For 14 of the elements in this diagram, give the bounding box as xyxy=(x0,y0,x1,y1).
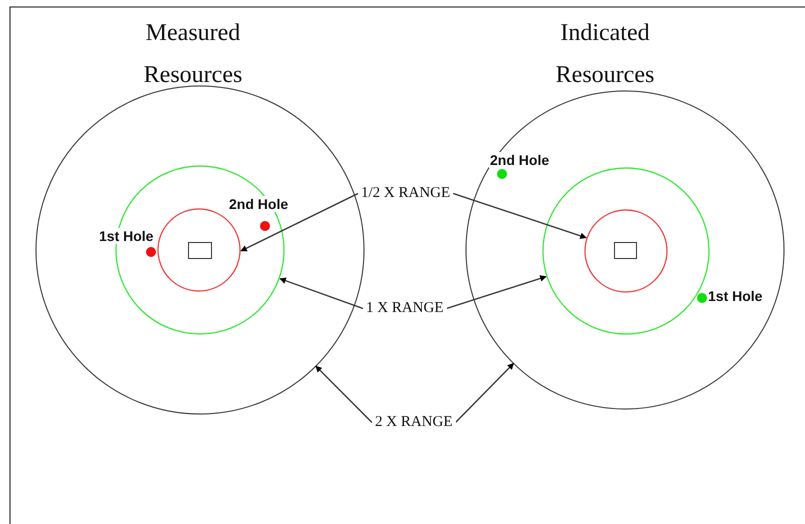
hole-label: 2nd Hole xyxy=(489,152,550,168)
resource-heading: Indicated Resources xyxy=(554,19,656,90)
center-rectangle xyxy=(188,242,212,259)
arrow xyxy=(279,278,364,310)
arrow xyxy=(453,192,587,239)
arrow xyxy=(240,192,358,252)
hole-label: 1st Hole xyxy=(707,288,764,304)
resource-heading: Measured Resources xyxy=(142,19,244,90)
hole-label: 1st Hole xyxy=(98,228,154,244)
hole-label: 2nd Hole xyxy=(228,196,290,212)
arrow xyxy=(315,366,372,423)
arrow xyxy=(446,275,547,310)
arrow xyxy=(455,362,514,423)
center-rectangle xyxy=(614,242,637,259)
